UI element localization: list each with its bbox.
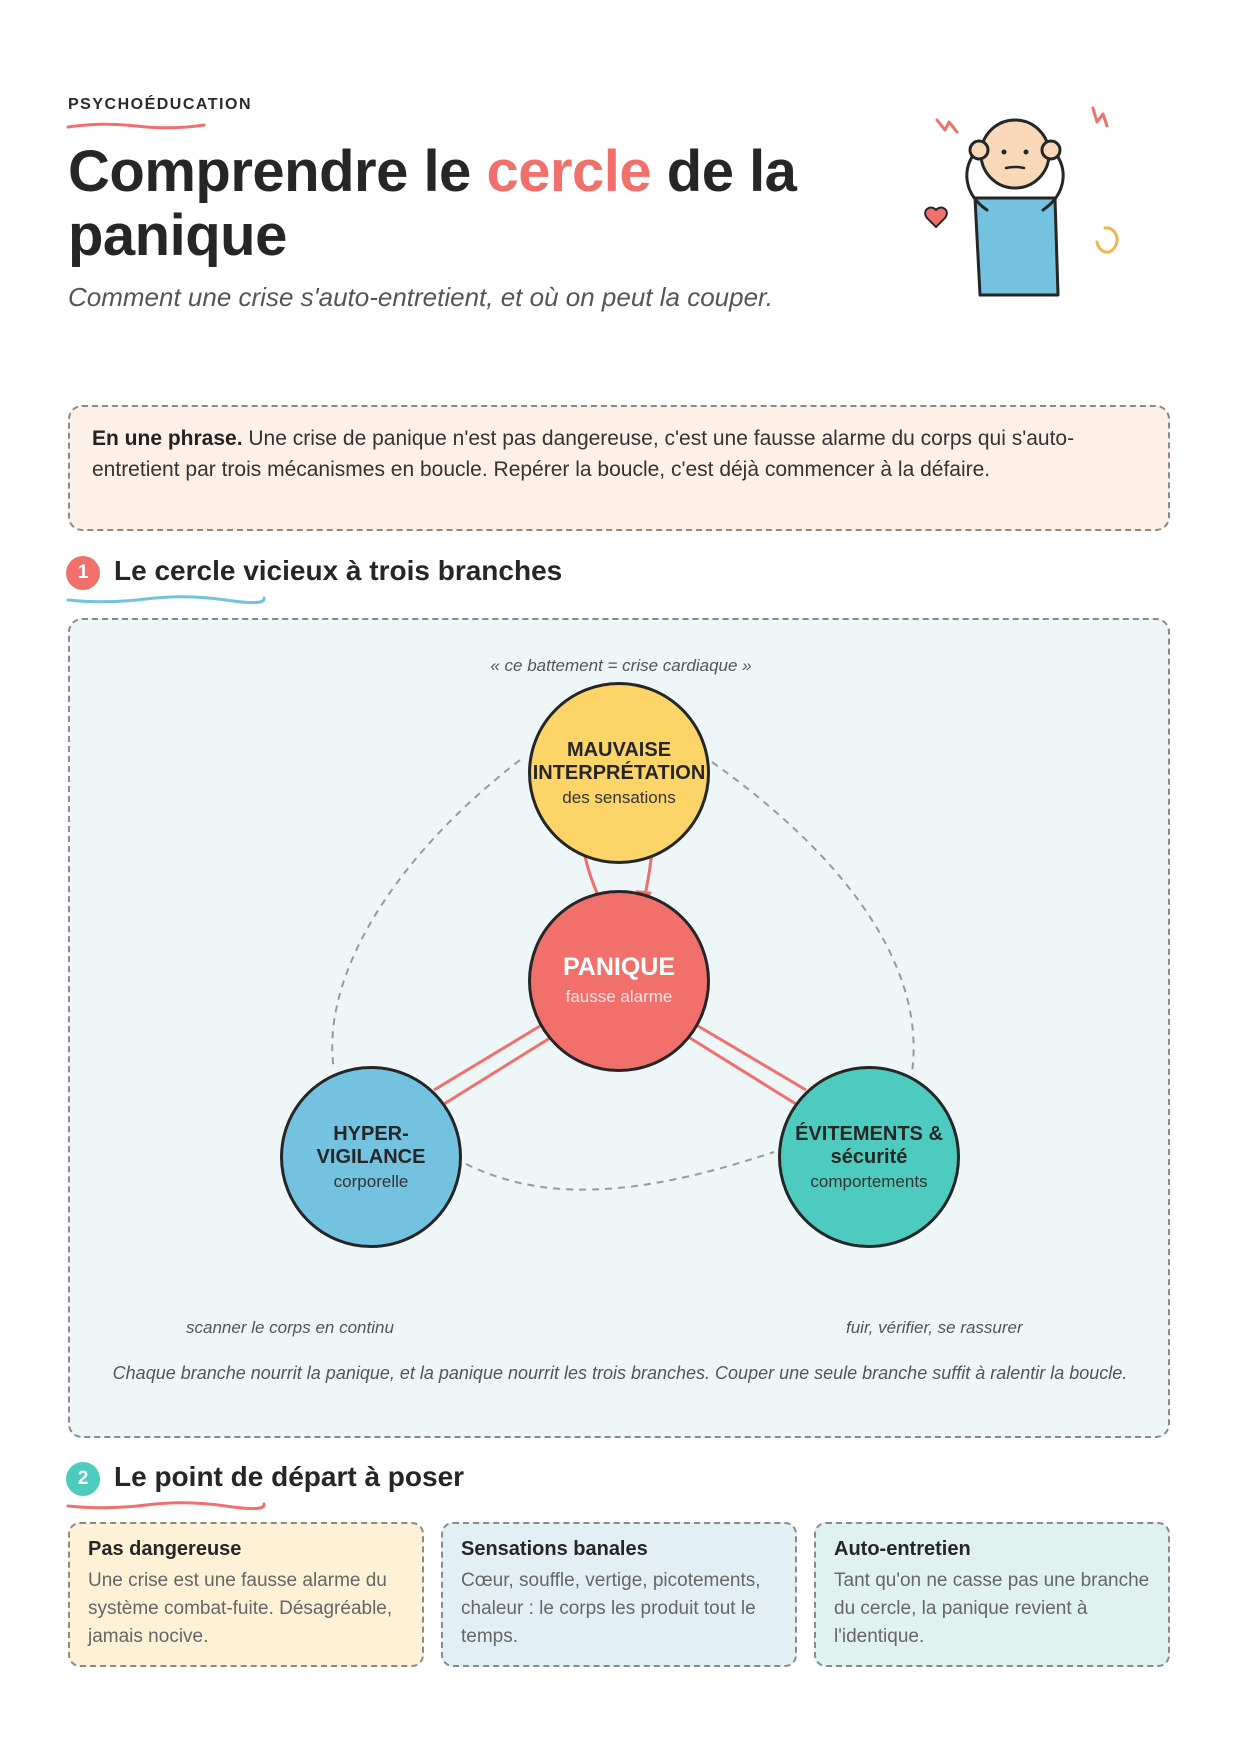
card-title: Sensations banales <box>461 1538 648 1560</box>
title-part: Comprendre le <box>68 139 487 204</box>
left-caption: scanner le corps en continu <box>186 1318 394 1337</box>
card-body: Tant qu'on ne casse pas une branche du c… <box>834 1570 1150 1647</box>
connector-right-a <box>697 1024 807 1092</box>
card-title: Pas dangereuse <box>88 1538 242 1560</box>
card-ordinary-sensations: Sensations banales Cœur, souffle, vertig… <box>441 1522 797 1667</box>
connector-left-b <box>443 1036 551 1106</box>
right-caption: fuir, vérifier, se rassurer <box>846 1318 1023 1337</box>
card-body: Une crise est une fausse alarme du systè… <box>88 1570 393 1647</box>
section-underline <box>66 595 266 605</box>
card-not-dangerous: Pas dangereuse Une crise est une fausse … <box>68 1522 424 1667</box>
callout-text: Une crise de panique n'est pas dangereus… <box>92 427 1075 481</box>
callout-lead: En une phrase. <box>92 427 243 450</box>
eyebrow-label: PSYCHOÉDUCATION <box>68 96 252 113</box>
top-quote: « ce battement = crise cardiaque » <box>490 656 752 675</box>
card-self-maintenance: Auto-entretien Tant qu'on ne casse pas u… <box>814 1522 1170 1667</box>
summary-callout: En une phrase. Une crise de panique n'es… <box>68 405 1170 531</box>
section-number-badge: 2 <box>66 1462 100 1496</box>
node-subtitle: des sensations <box>562 787 676 807</box>
connector-right-b <box>689 1036 797 1106</box>
node-title: MAUVAISE INTERPRÉTATION <box>532 738 706 784</box>
node-hypervigilance: HYPER-VIGILANCE corporelle <box>280 1066 462 1248</box>
node-title: HYPER-VIGILANCE <box>316 1122 426 1168</box>
dashed-loop-bottom <box>465 1151 775 1191</box>
title-part: de la panique <box>68 139 797 268</box>
page-title: Comprendre le cercle de la panique <box>68 140 868 268</box>
dashed-loop-right <box>711 761 915 1073</box>
section-underline <box>66 1501 266 1511</box>
card-title: Auto-entretien <box>834 1538 971 1560</box>
section-title: Le point de départ à poser <box>114 1461 465 1492</box>
dashed-loop-left <box>331 759 521 1071</box>
eyebrow-underline <box>66 122 206 130</box>
node-subtitle: corporelle <box>333 1171 409 1191</box>
anxious-person-illustration <box>924 106 1119 297</box>
connector-left-a <box>433 1024 541 1092</box>
node-title: ÉVITEMENTS & sécurité <box>795 1122 943 1168</box>
diagram-footnote: Chaque branche nourrit la panique, et la… <box>112 1363 1128 1383</box>
node-misinterpretation: MAUVAISE INTERPRÉTATION des sensations <box>528 682 710 864</box>
node-subtitle: comportements <box>810 1171 928 1191</box>
node-subtitle: fausse alarme <box>565 986 673 1006</box>
card-body: Cœur, souffle, vertige, picotements, cha… <box>461 1570 761 1647</box>
title-accent: cercle <box>486 139 652 204</box>
section-title: Le cercle vicieux à trois branches <box>114 555 563 586</box>
node-title: PANIQUE <box>562 952 676 981</box>
node-panic: PANIQUE fausse alarme <box>528 890 710 1072</box>
page-subtitle: Comment une crise s'auto-entretient, et … <box>68 282 773 312</box>
cycle-diagram: « ce battement = crise cardiaque » MAUVA… <box>68 618 1170 1438</box>
node-avoidance: ÉVITEMENTS & sécurité comportements <box>778 1066 960 1248</box>
section-number-badge: 1 <box>66 556 100 590</box>
